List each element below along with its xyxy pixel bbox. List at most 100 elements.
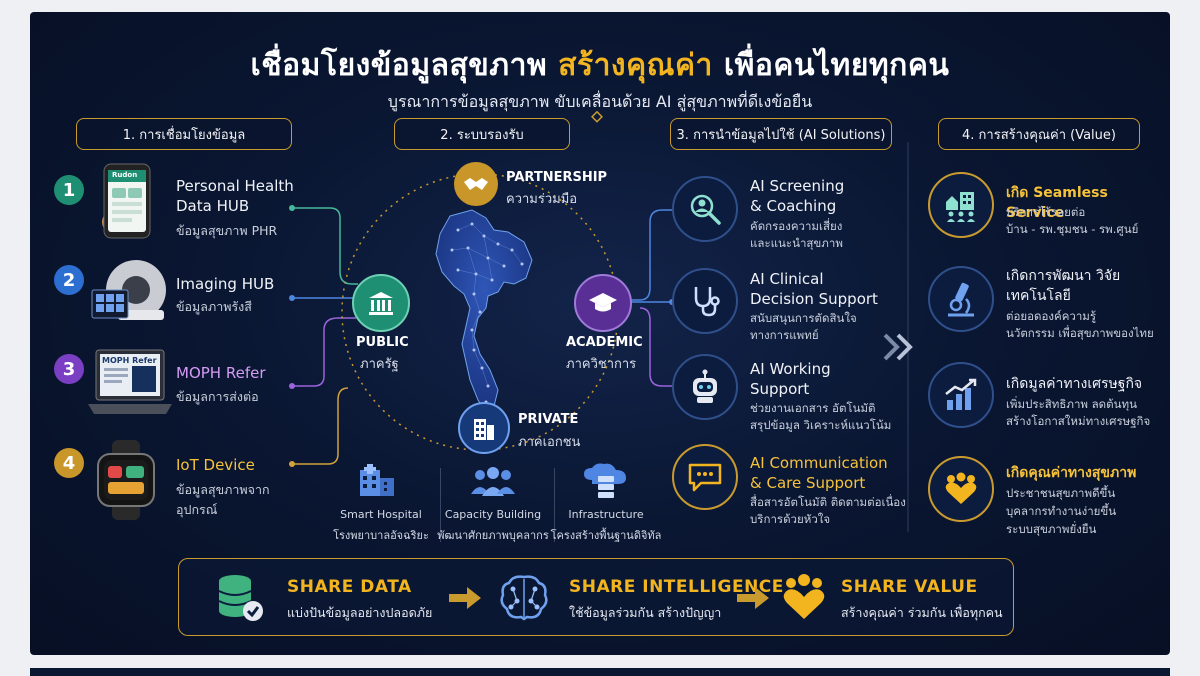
infra-1-title: Smart Hospital xyxy=(340,508,422,521)
hub-4-sub: ข้อมูลสุขภาพจาก อุปกรณ์ xyxy=(176,480,270,520)
ai-1-sub-line2: และแนะนำสุขภาพ xyxy=(750,236,843,250)
thailand-map-icon xyxy=(435,209,533,413)
arrow-right-icon xyxy=(447,585,483,615)
title-part-1: เชื่อมโยงข้อมูลสุขภาพ xyxy=(250,48,548,83)
value-1-sub-line1: บริการไร้รอยต่อ xyxy=(1006,205,1086,219)
ai-1-title-line2: & Coaching xyxy=(750,197,837,215)
value-4-title: เกิดคุณค่าทางสุขภาพ xyxy=(1006,465,1137,481)
growth-chart-icon xyxy=(928,362,994,428)
title-part-3: เพื่อคนไทยทุกคน xyxy=(723,48,950,83)
academic-sub: ภาควิชาการ xyxy=(566,357,637,372)
ai-1-sub-line1: คัดกรองความเสี่ยง xyxy=(750,219,843,233)
ai-3-title-line2: Support xyxy=(750,380,810,398)
ai-4-title-line1: AI Communication xyxy=(750,454,888,472)
robot-icon xyxy=(672,354,738,420)
section-pill-2: 2. ระบบรองรับ xyxy=(394,118,570,150)
ai-2-sub-line2: ทางการแพทย์ xyxy=(750,328,819,342)
value-4-sub: ประชาชนสุขภาพดีขึ้น บุคลากรทำงานง่ายขึ้น… xyxy=(1006,484,1116,538)
ai-1-title-line1: AI Screening xyxy=(750,177,845,195)
ai-1-title: AI Screening & Coaching xyxy=(750,176,844,216)
hub-2-title: Imaging HUB xyxy=(176,275,275,293)
section-pill-4: 4. การสร้างคุณค่า (Value) xyxy=(938,118,1140,150)
ai-2-title: AI Clinical Decision Support xyxy=(750,269,878,309)
share-bar: SHARE DATA แบ่งปันข้อมูลอย่างปลอดภัย SHA… xyxy=(178,558,1014,636)
public-building-icon xyxy=(352,274,410,332)
cloud-server-icon xyxy=(580,462,630,498)
private-title: PRIVATE xyxy=(518,412,579,427)
page-title: เชื่อมโยงข้อมูลสุขภาพ สร้างคุณค่า เพื่อค… xyxy=(30,42,1170,89)
value-3-sub-line1: เพิ่มประสิทธิภาพ ลดต้นทุน xyxy=(1006,397,1137,411)
value-3-sub-line2: สร้างโอกาสใหม่ทางเศรษฐกิจ xyxy=(1006,414,1151,428)
ai-3-sub: ช่วยงานเอกสาร อัตโนมัติ สรุปข้อมูล วิเคร… xyxy=(750,400,891,434)
handshake-icon xyxy=(454,162,498,206)
hub-3-sub: ข้อมูลการส่งต่อ xyxy=(176,389,259,404)
ai-2-title-line1: AI Clinical xyxy=(750,270,824,288)
ai-3-sub-line2: สรุปข้อมูล วิเคราะห์แนวโน้ม xyxy=(750,418,892,432)
stethoscope-icon xyxy=(672,268,738,334)
smart-hospital-icon xyxy=(352,462,402,498)
ai-4-sub-line2: บริการด้วยหัวใจ xyxy=(750,512,831,526)
value-4-sub-line2: บุคลากรทำงานง่ายขึ้น xyxy=(1006,504,1117,518)
partnership-sub: ความร่วมมือ xyxy=(506,192,578,207)
chat-icon xyxy=(672,444,738,510)
share-intelligence-sub: ใช้ข้อมูลร่วมกัน สร้างปัญญา xyxy=(569,605,722,620)
imaging-device-icon xyxy=(88,254,168,334)
phone-screen-label: Rudon xyxy=(112,171,138,179)
section-pill-3: 3. การนำข้อมูลไปใช้ (AI Solutions) xyxy=(670,118,892,150)
hub-1-title: Personal Health Data HUB xyxy=(176,176,294,216)
share-data-sub: แบ่งปันข้อมูลอย่างปลอดภัย xyxy=(287,605,433,620)
brain-network-icon xyxy=(497,571,551,625)
hub-number-3: 3 xyxy=(54,354,84,384)
value-1-sub: บริการไร้รอยต่อ บ้าน - รพ.ชุมชน - รพ.ศูน… xyxy=(1006,204,1138,238)
infra-divider-2 xyxy=(554,468,555,542)
infra-3-sub: โครงสร้างพื้นฐานดิจิทัล xyxy=(550,529,662,542)
value-4-sub-line3: ระบบสุขภาพยั่งยืน xyxy=(1006,522,1097,536)
infra-1-sub: โรงพยาบาลอัจฉริยะ xyxy=(333,529,429,542)
ai-3-sub-line1: ช่วยงานเอกสาร อัตโนมัติ xyxy=(750,401,876,415)
database-check-icon xyxy=(215,573,265,623)
double-chevron-right-icon xyxy=(882,332,916,366)
microscope-icon xyxy=(928,266,994,332)
share-data-title: SHARE DATA xyxy=(287,577,412,597)
infra-2-title: Capacity Building xyxy=(444,508,542,521)
heart-people-icon xyxy=(928,456,994,522)
hub-3-title: MOPH Refer xyxy=(176,364,266,382)
heart-people-icon-2 xyxy=(779,573,829,623)
hub-number-2: 2 xyxy=(54,265,84,295)
share-value-title: SHARE VALUE xyxy=(841,577,978,597)
value-1-title: เกิด Seamless Service xyxy=(1006,185,1108,221)
arrow-right-icon-2 xyxy=(735,585,771,615)
hub-1-title-line1: Personal Health xyxy=(176,177,294,195)
ai-3-title-line1: AI Working xyxy=(750,360,831,378)
title-highlight: สร้างคุณค่า xyxy=(558,48,713,83)
hub-number-4: 4 xyxy=(54,448,84,478)
ai-2-sub: สนับสนุนการตัดสินใจ ทางการแพทย์ xyxy=(750,310,857,344)
ai-4-title: AI Communication & Care Support xyxy=(750,453,888,493)
share-value-sub: สร้างคุณค่า ร่วมกัน เพื่อทุกคน xyxy=(841,605,1003,620)
value-2-sub-line2: นวัตกรรม เพื่อสุขภาพของไทย xyxy=(1006,326,1154,340)
value-2-title: เกิดการพัฒนา วิจัย เทคโนโลยี xyxy=(1006,266,1120,306)
phone-device-icon: Rudon xyxy=(94,162,160,244)
private-building-icon xyxy=(458,402,510,454)
next-image-edge xyxy=(30,668,1170,676)
value-3-title: เกิดมูลค่าทางเศรษฐกิจ xyxy=(1006,376,1143,392)
academic-title: ACADEMIC xyxy=(566,335,643,350)
value-1-sub-line2: บ้าน - รพ.ชุมชน - รพ.ศูนย์ xyxy=(1006,222,1139,236)
section-pill-1: 1. การเชื่อมโยงข้อมูล xyxy=(76,118,292,150)
hub-4-sub-line2: อุปกรณ์ xyxy=(176,502,218,517)
value-2-title-line2: เทคโนโลยี xyxy=(1006,288,1071,304)
value-2-sub: ต่อยอดองค์ความรู้ นวัตกรรม เพื่อสุขภาพขอ… xyxy=(1006,308,1154,342)
graduation-cap-icon xyxy=(574,274,632,332)
laptop-screen-label: MOPH Refer xyxy=(102,356,157,365)
search-person-icon xyxy=(672,176,738,242)
infographic-poster: เชื่อมโยงข้อมูลสุขภาพ สร้างคุณค่า เพื่อค… xyxy=(30,12,1170,655)
public-sub: ภาครัฐ xyxy=(360,357,399,372)
hub-number-1: 1 xyxy=(54,175,84,205)
smartwatch-icon xyxy=(90,440,162,520)
hub-4-sub-line1: ข้อมูลสุขภาพจาก xyxy=(176,482,270,497)
hub-1-sub: ข้อมูลสุขภาพ PHR xyxy=(176,223,278,238)
ai-4-sub-line1: สื่อสารอัตโนมัติ ติดตามต่อเนื่อง xyxy=(750,495,906,509)
ai-2-title-line2: Decision Support xyxy=(750,290,878,308)
value-2-title-line1: เกิดการพัฒนา วิจัย xyxy=(1006,268,1121,284)
